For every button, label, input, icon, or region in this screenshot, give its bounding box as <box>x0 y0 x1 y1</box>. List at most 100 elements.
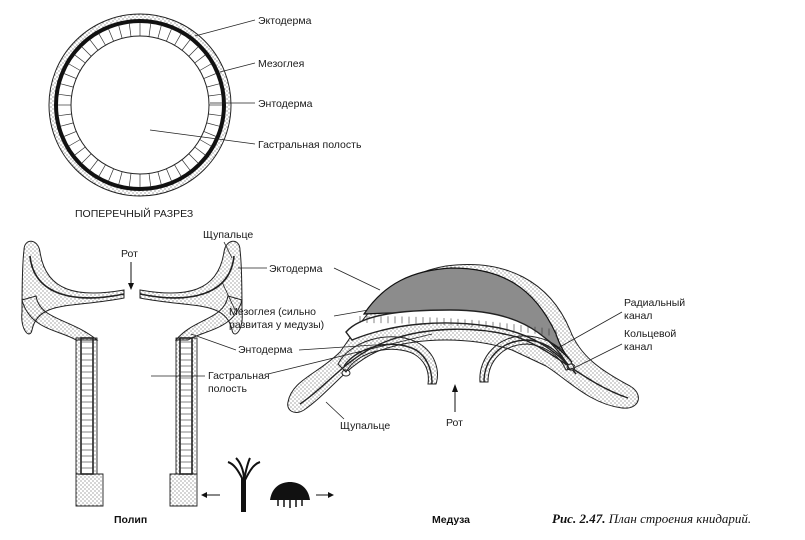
label-cavity-2: полость <box>208 383 247 395</box>
endoderm-cell-divider <box>128 23 132 37</box>
polyp <box>21 240 243 507</box>
leader-cross-mesoglea <box>219 62 256 73</box>
label-mesoglea-2: развитая у медузы) <box>229 319 324 331</box>
endoderm-cell-divider <box>194 146 206 156</box>
endoderm-cell-divider <box>64 131 77 137</box>
endoderm-cell-divider <box>208 113 222 117</box>
endoderm-cell-divider <box>181 39 191 51</box>
polyp-left-shoulder <box>21 295 99 341</box>
cross-endoderm-cells <box>58 23 222 187</box>
leader-radial-canal <box>557 311 623 349</box>
label-ectoderm: Эктодерма <box>269 263 323 275</box>
endoderm-cell-divider <box>181 159 191 171</box>
endoderm-cell-divider <box>74 146 86 156</box>
polyp-foot-right <box>169 473 198 507</box>
medusa-silhouette-icon <box>270 482 310 508</box>
label-polyp-tentacle: Щупальце <box>203 229 253 241</box>
polyp-right-tentacle <box>139 240 243 335</box>
polyp-right-tentacle-inner <box>139 255 235 299</box>
medusa-subumbrella-band <box>345 309 577 375</box>
endoderm-cell-divider <box>108 168 114 181</box>
polyp-silhouette-icon <box>227 457 261 512</box>
endoderm-cell-divider <box>208 93 222 97</box>
label-polyp-title: Полип <box>114 514 147 526</box>
endoderm-cell-divider <box>174 164 182 177</box>
leader-ectoderm-medusa <box>333 267 381 291</box>
endoderm-cell-divider <box>64 73 77 79</box>
label-medusa-title: Медуза <box>432 514 470 526</box>
cross-section <box>48 13 232 197</box>
cross-gastral-cavity <box>70 35 210 175</box>
medusa <box>287 264 639 413</box>
endoderm-cell-divider <box>60 83 74 88</box>
polyp-wall-left-endoderm <box>80 337 94 475</box>
label-ring-2: канал <box>624 341 652 353</box>
endoderm-cell-divider <box>81 46 92 57</box>
endoderm-cell-divider <box>108 29 114 42</box>
endoderm-cell-divider <box>148 173 152 187</box>
endoderm-cell-divider <box>206 122 220 127</box>
endoderm-cell-divider <box>188 46 199 57</box>
endoderm-cell-divider <box>60 122 74 127</box>
polyp-foot-left <box>75 473 104 507</box>
figure-caption: Рис. 2.47. План строения книдарий. <box>552 511 751 526</box>
medusa-mouth-arrowhead <box>452 384 458 392</box>
polyp-left-tentacle <box>21 240 125 335</box>
leader-endoderm-polyp <box>190 333 237 351</box>
endoderm-cell-divider <box>194 54 206 64</box>
polyp-right-shoulder <box>174 295 243 341</box>
leader-cross-ectoderm <box>194 19 256 37</box>
endoderm-cell-divider <box>157 25 162 39</box>
label-cross-ectoderm: Эктодерма <box>258 15 312 27</box>
endoderm-cell-divider <box>157 171 162 185</box>
endoderm-cell-divider <box>199 139 212 147</box>
label-cross-cavity: Гастральная полость <box>258 139 362 151</box>
label-medusa-mouth: Рот <box>446 417 463 429</box>
label-radial-1: Радиальный <box>624 297 685 309</box>
label-cross-endoderm: Энтодерма <box>258 98 313 110</box>
endoderm-cell-divider <box>98 164 106 177</box>
label-mesoglea-1: Мезоглея (сильно <box>229 306 316 318</box>
arrow-right-icon <box>316 492 334 498</box>
endoderm-cell-divider <box>206 83 220 88</box>
endoderm-cell-divider <box>74 54 86 64</box>
label-medusa-tentacle: Щупальце <box>340 420 390 432</box>
label-polyp-mouth: Рот <box>121 248 138 260</box>
leader-ring-canal <box>573 343 623 369</box>
medusa-manubrium-right-inner <box>483 339 571 383</box>
endoderm-cell-divider <box>89 159 99 171</box>
label-cross-title: ПОПЕРЕЧНЫЙ РАЗРЕЗ <box>75 207 193 220</box>
label-ring-1: Кольцевой <box>624 328 676 340</box>
label-endoderm: Энтодерма <box>238 344 293 356</box>
endoderm-cell-divider <box>58 93 72 97</box>
endoderm-cell-divider <box>199 63 212 71</box>
endoderm-cell-divider <box>89 39 99 51</box>
leader-polyp-tentacle <box>223 241 233 259</box>
endoderm-cell-divider <box>174 33 182 46</box>
leader-cross-cavity <box>149 129 256 145</box>
figure-caption-text: План строения книдарий. <box>605 511 751 526</box>
endoderm-cell-divider <box>118 25 123 39</box>
endoderm-cell-divider <box>203 73 216 79</box>
endoderm-cell-divider <box>81 153 92 164</box>
endoderm-cell-divider <box>68 139 81 147</box>
label-cross-mesoglea: Мезоглея <box>258 58 304 70</box>
medusa-manubrium-left-inner <box>343 343 433 385</box>
leader-mesoglea-polyp <box>221 281 236 311</box>
endoderm-cell-divider <box>166 168 172 181</box>
endoderm-cell-divider <box>68 63 81 71</box>
label-radial-2: канал <box>624 310 652 322</box>
figure-caption-prefix: Рис. 2.47. <box>552 511 605 526</box>
polyp-mouth-arrowhead <box>128 283 134 290</box>
polyp-left-tentacle-inner <box>29 255 125 299</box>
medusa-endoderm-cells <box>359 316 557 337</box>
polyp-wall-cells <box>81 341 192 469</box>
endoderm-cell-divider <box>148 23 152 37</box>
polyp-wall-right-endoderm <box>179 337 193 475</box>
label-cavity-1: Гастральная <box>208 370 270 382</box>
endoderm-cell-divider <box>118 171 123 185</box>
endoderm-cell-divider <box>58 113 72 117</box>
endoderm-cell-divider <box>188 153 199 164</box>
endoderm-cell-divider <box>166 29 172 42</box>
